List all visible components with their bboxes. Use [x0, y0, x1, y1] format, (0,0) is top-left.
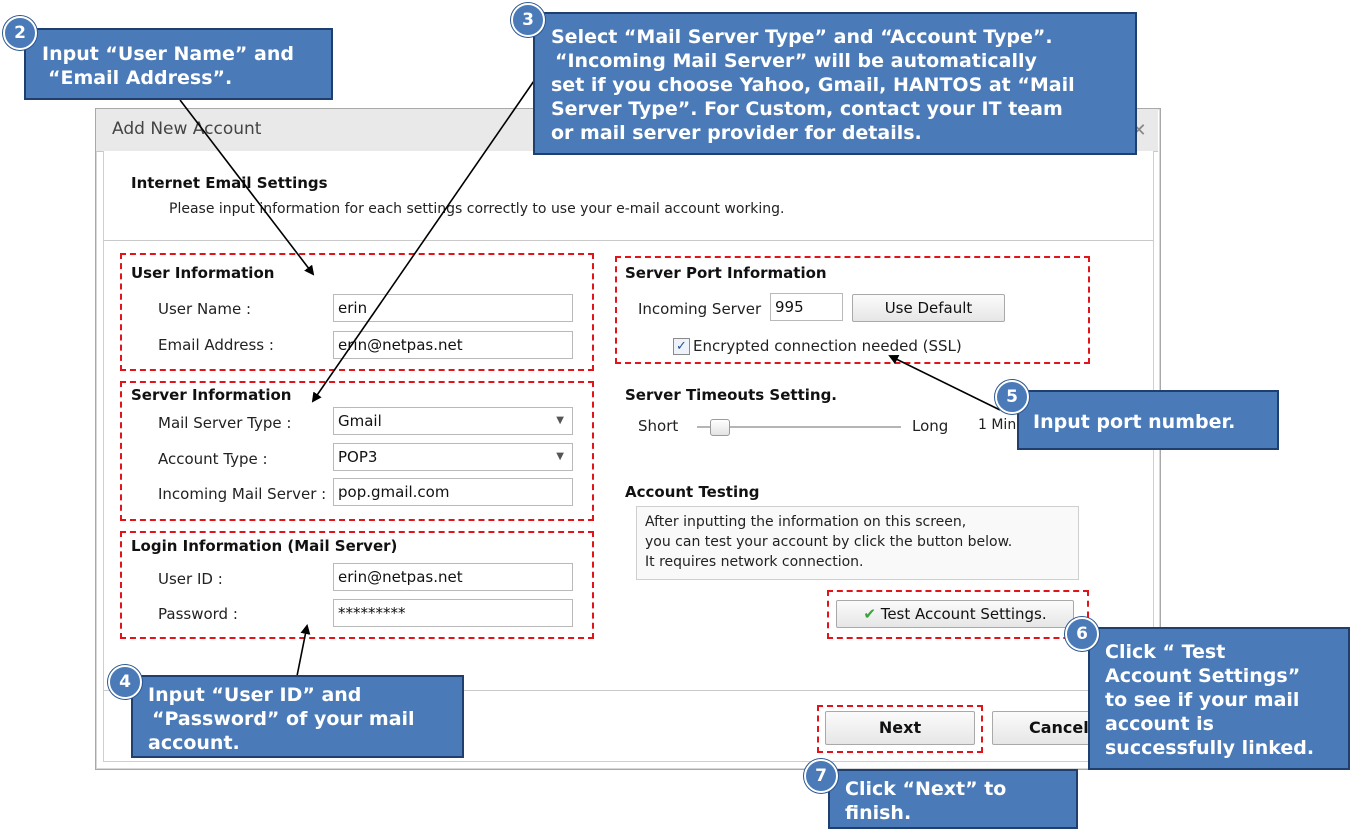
- user-id-input[interactable]: erin@netpas.net: [333, 563, 573, 591]
- chevron-down-icon: ▼: [556, 415, 564, 426]
- account-testing-title: Account Testing: [625, 483, 760, 501]
- callout-6-line-4: account is: [1105, 713, 1214, 735]
- callout-4-line-1: Input “User ID” and: [148, 684, 362, 706]
- callout-3-line-5: or mail server provider for details.: [551, 122, 922, 144]
- timeout-slider-thumb[interactable]: [710, 419, 730, 436]
- callout-7: Click “Next” to finish.: [828, 769, 1078, 829]
- callout-4: Input “User ID” and “Password” of your m…: [131, 675, 464, 758]
- password-label: Password :: [158, 605, 238, 623]
- account-type-value: POP3: [338, 448, 378, 466]
- email-label: Email Address :: [158, 336, 274, 354]
- callout-6-line-2: Account Settings”: [1105, 665, 1301, 687]
- timeouts-title: Server Timeouts Setting.: [625, 386, 837, 404]
- user-id-label: User ID :: [158, 570, 223, 588]
- testing-line-3: It requires network connection.: [645, 554, 864, 570]
- test-account-settings-button[interactable]: ✔ Test Account Settings.: [836, 600, 1074, 628]
- callout-5: Input port number.: [1017, 390, 1279, 450]
- highlight-login-info: [120, 531, 594, 639]
- timeout-value: 1 Min: [978, 417, 1017, 433]
- highlight-server-info: [120, 381, 594, 521]
- highlight-next-button: [817, 705, 983, 753]
- highlight-test-button: [827, 590, 1089, 639]
- callout-6-line-1: Click “ Test: [1105, 641, 1226, 663]
- mail-server-type-select[interactable]: Gmail ▼: [333, 407, 573, 435]
- callout-7-line-2: finish.: [845, 802, 912, 824]
- testing-line-2: you can test your account by click the b…: [645, 534, 1013, 550]
- ssl-checkbox[interactable]: ✓: [673, 338, 690, 355]
- callout-4-line-3: account.: [148, 732, 240, 754]
- callout-3: Select “Mail Server Type” and “Account T…: [533, 12, 1137, 155]
- callout-2: Input “User Name” and “Email Address”.: [24, 28, 333, 100]
- section-title-internet-email: Internet Email Settings: [131, 174, 328, 192]
- header-divider: [103, 240, 1153, 241]
- callout-6-line-5: successfully linked.: [1105, 737, 1315, 759]
- callout-3-line-4: Server Type”. For Custom, contact your I…: [551, 98, 1063, 120]
- callout-3-line-1: Select “Mail Server Type” and “Account T…: [551, 26, 1053, 48]
- highlight-user-info: [120, 253, 594, 371]
- next-button[interactable]: Next: [825, 711, 975, 745]
- mail-server-type-label: Mail Server Type :: [158, 414, 292, 432]
- incoming-port-input[interactable]: 995: [770, 293, 843, 321]
- callout-3-line-2: “Incoming Mail Server” will be automatic…: [555, 50, 1037, 72]
- account-type-label: Account Type :: [158, 450, 268, 468]
- callout-4-badge: 4: [108, 665, 142, 699]
- server-info-title: Server Information: [131, 386, 292, 404]
- testing-line-1: After inputting the information on this …: [645, 514, 967, 530]
- header-subtitle: Please input information for each settin…: [169, 201, 785, 217]
- chevron-down-icon: ▼: [556, 451, 564, 462]
- use-default-button[interactable]: Use Default: [852, 294, 1005, 322]
- callout-7-badge: 7: [804, 759, 838, 793]
- callout-6-badge: 6: [1065, 617, 1099, 651]
- timeout-short-label: Short: [638, 417, 679, 435]
- mail-server-type-value: Gmail: [338, 412, 382, 430]
- dialog-title: Add New Account: [112, 119, 262, 139]
- callout-6: Click “ Test Account Settings” to see if…: [1088, 627, 1350, 770]
- port-info-title: Server Port Information: [625, 264, 827, 282]
- callout-2-line-2: “Email Address”.: [48, 67, 233, 89]
- callout-5-line-1: Input port number.: [1033, 411, 1236, 433]
- callout-5-badge: 5: [995, 380, 1029, 414]
- testing-info-box: After inputting the information on this …: [636, 506, 1079, 580]
- incoming-mail-server-input[interactable]: pop.gmail.com: [333, 478, 573, 506]
- checkmark-icon: ✔: [863, 605, 876, 623]
- footer-divider: [103, 690, 1153, 691]
- callout-2-line-1: Input “User Name” and: [42, 43, 294, 65]
- timeout-slider-track[interactable]: [697, 426, 901, 428]
- account-type-select[interactable]: POP3 ▼: [333, 443, 573, 471]
- callout-4-line-2: “Password” of your mail: [152, 708, 415, 730]
- callout-3-badge: 3: [511, 3, 545, 37]
- ssl-label: Encrypted connection needed (SSL): [693, 337, 962, 355]
- password-input[interactable]: *********: [333, 599, 573, 627]
- callout-7-line-1: Click “Next” to: [845, 778, 1007, 800]
- callout-3-line-3: set if you choose Yahoo, Gmail, HANTOS a…: [551, 74, 1075, 96]
- callout-2-badge: 2: [3, 16, 37, 50]
- test-account-button-label: Test Account Settings.: [880, 605, 1047, 623]
- incoming-server-label: Incoming Server: [638, 300, 762, 318]
- incoming-mail-server-label: Incoming Mail Server :: [158, 485, 327, 503]
- timeout-long-label: Long: [912, 417, 949, 435]
- user-name-label: User Name :: [158, 300, 252, 318]
- login-info-title: Login Information (Mail Server): [131, 537, 398, 555]
- highlight-port-info: [615, 256, 1090, 364]
- callout-6-line-3: to see if your mail: [1105, 689, 1300, 711]
